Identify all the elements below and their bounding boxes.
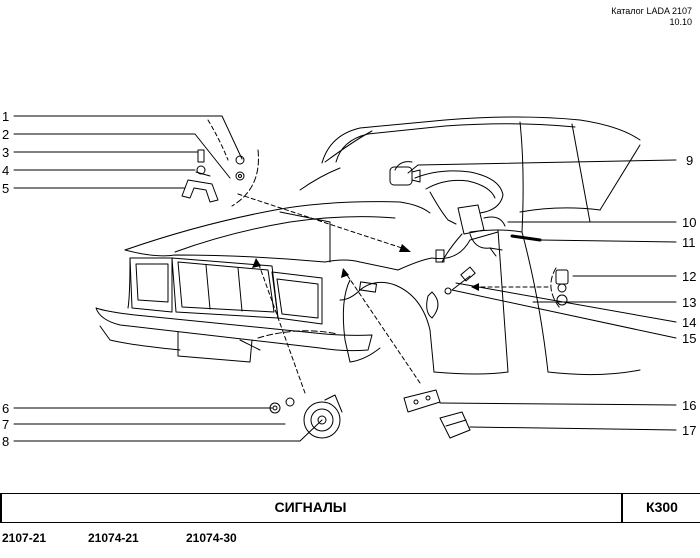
model-code-3: 21074-30	[186, 531, 237, 545]
parts-diagram: 1 2 3 4 5 6 7 8 9 10 11 12 13 14 15 16 1…	[2, 109, 696, 449]
callout-13: 13	[682, 295, 696, 310]
footer-left-border	[0, 494, 2, 522]
car-body-illustration	[95, 116, 641, 376]
catalog-version: 10.10	[669, 17, 692, 27]
horn-switch	[389, 166, 421, 186]
left-leader-lines	[13, 115, 323, 442]
callout-10: 10	[682, 215, 696, 230]
arrow-heads	[252, 244, 479, 291]
sensor	[555, 269, 569, 306]
callout-6: 6	[2, 401, 9, 416]
bolt-and-nut	[196, 149, 245, 181]
callout-3: 3	[2, 145, 9, 160]
callout-9: 9	[686, 153, 693, 168]
horn-bracket	[181, 171, 219, 203]
dashed-arrows	[207, 119, 549, 394]
section-code: К300	[646, 499, 678, 515]
callout-2: 2	[2, 127, 9, 142]
callout-15: 15	[682, 331, 696, 346]
callout-12: 12	[682, 269, 696, 284]
catalog-title: Каталог LADA 2107	[611, 6, 692, 16]
callout-numbers: 1 2 3 4 5 6 7 8 9 10 11 12 13 14 15 16 1…	[2, 109, 696, 449]
right-leader-lines	[407, 159, 677, 431]
callout-17: 17	[682, 423, 696, 438]
callout-11: 11	[682, 235, 696, 250]
section-title: СИГНАЛЫ	[274, 499, 347, 515]
relay-harness	[429, 191, 506, 263]
callout-1: 1	[2, 109, 9, 124]
horn	[269, 394, 343, 439]
model-code-1: 2107-21	[2, 531, 47, 545]
callout-5: 5	[2, 181, 9, 196]
footer-bar: СИГНАЛЫ К300	[0, 493, 700, 523]
bracket-and-screw	[426, 266, 476, 319]
callout-8: 8	[2, 434, 9, 449]
turn-repeater	[403, 389, 471, 439]
callout-4: 4	[2, 163, 9, 178]
footer-divider	[621, 494, 623, 522]
model-code-2: 21074-21	[88, 531, 139, 545]
grouping-arcs	[231, 149, 561, 339]
cable-tie	[510, 234, 542, 242]
callout-7: 7	[2, 417, 9, 432]
callout-16: 16	[682, 398, 696, 413]
callout-14: 14	[682, 315, 696, 330]
